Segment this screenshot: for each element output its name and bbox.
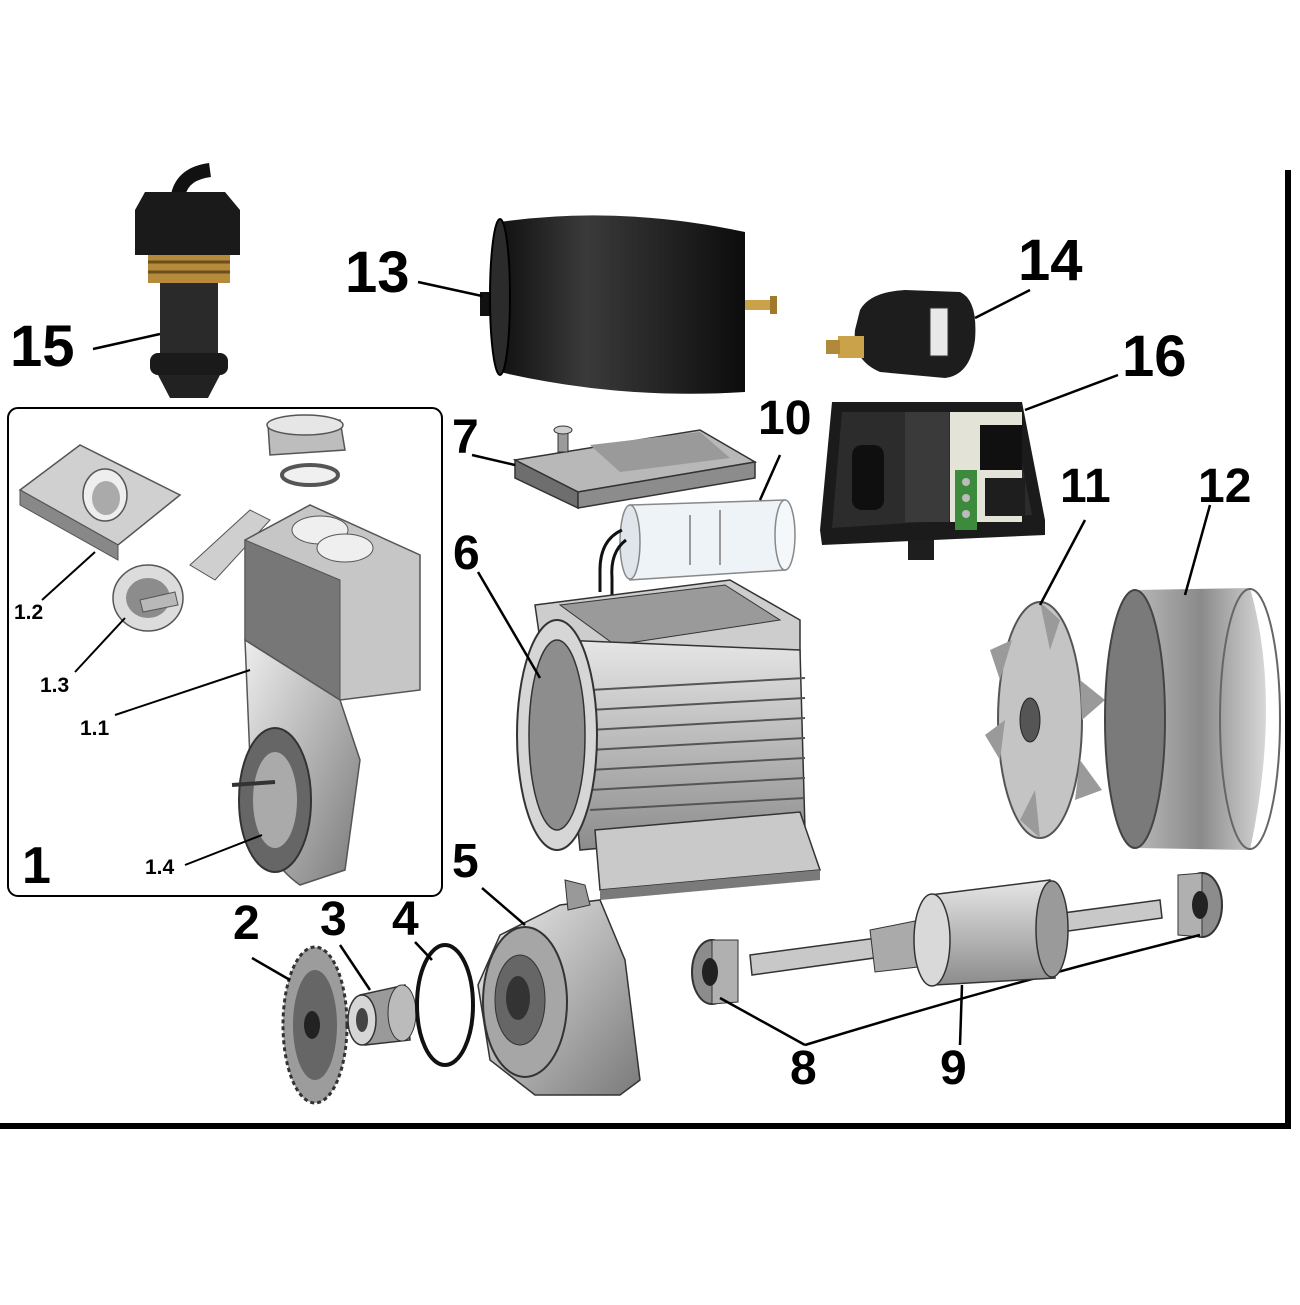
leader-1-2 [41, 551, 96, 601]
part-1-plug-and-washer [266, 414, 346, 487]
label-5: 5 [452, 835, 479, 888]
label-9: 9 [940, 1042, 967, 1095]
part-4-o-ring [415, 943, 475, 1067]
label-12: 12 [1198, 460, 1252, 513]
part-1-2-flange [18, 444, 182, 561]
part-2-impeller [281, 945, 349, 1105]
leader-7 [471, 453, 516, 467]
label-1: 1 [22, 837, 51, 895]
part-1-1-pump-body [189, 504, 421, 886]
label-11: 11 [1060, 460, 1111, 513]
leader-1-4 [184, 834, 263, 866]
part-6-motor-housing [516, 579, 822, 900]
part-11-cooling-fan [985, 601, 1105, 839]
leader-13 [417, 280, 483, 298]
leader-10 [758, 454, 782, 501]
leader-11 [1038, 519, 1087, 606]
label-8: 8 [790, 1042, 817, 1095]
leader-6 [476, 571, 542, 679]
label-14: 14 [1018, 228, 1083, 293]
label-3: 3 [320, 893, 347, 946]
label-7: 7 [452, 411, 479, 464]
part-7-terminal-lid [512, 425, 758, 510]
part-16-control-box [820, 402, 1045, 560]
leader-14 [974, 288, 1031, 320]
part-14-pressure-switch [826, 290, 976, 378]
label-1-4: 1.4 [145, 856, 175, 879]
label-1-2: 1.2 [14, 601, 44, 624]
part-15-float-switch [135, 163, 240, 398]
leader-4 [414, 941, 433, 961]
leader-1-3 [74, 617, 126, 673]
leader-3 [338, 944, 372, 991]
part-3-mechanical-seal [347, 984, 417, 1046]
leader-2 [251, 956, 291, 982]
leader-12 [1183, 504, 1212, 596]
leader-15 [92, 332, 161, 351]
label-15: 15 [10, 314, 75, 379]
part-1-3-valve [112, 564, 184, 632]
part-13-expansion-tank [480, 215, 777, 394]
label-1-1: 1.1 [80, 717, 110, 740]
leader-8b [804, 933, 1201, 1047]
part-8-bearings [691, 872, 1223, 1005]
label-6: 6 [453, 527, 480, 580]
part-9-rotor-shaft [749, 879, 1163, 987]
part-5-bracket [477, 879, 641, 1096]
label-2: 2 [233, 897, 260, 950]
part-10-capacitor [598, 499, 796, 595]
leader-1-1 [114, 669, 251, 716]
part-12-fan-cover [1104, 588, 1281, 850]
part-1-group-box [7, 407, 443, 897]
label-16: 16 [1122, 324, 1187, 389]
label-10: 10 [758, 392, 812, 445]
label-13: 13 [345, 240, 410, 305]
leader-5 [481, 887, 526, 926]
leader-16 [1024, 373, 1119, 412]
leader-9 [958, 984, 964, 1046]
label-1-3: 1.3 [40, 674, 70, 697]
leader-8a [719, 996, 806, 1047]
label-4: 4 [392, 893, 419, 946]
